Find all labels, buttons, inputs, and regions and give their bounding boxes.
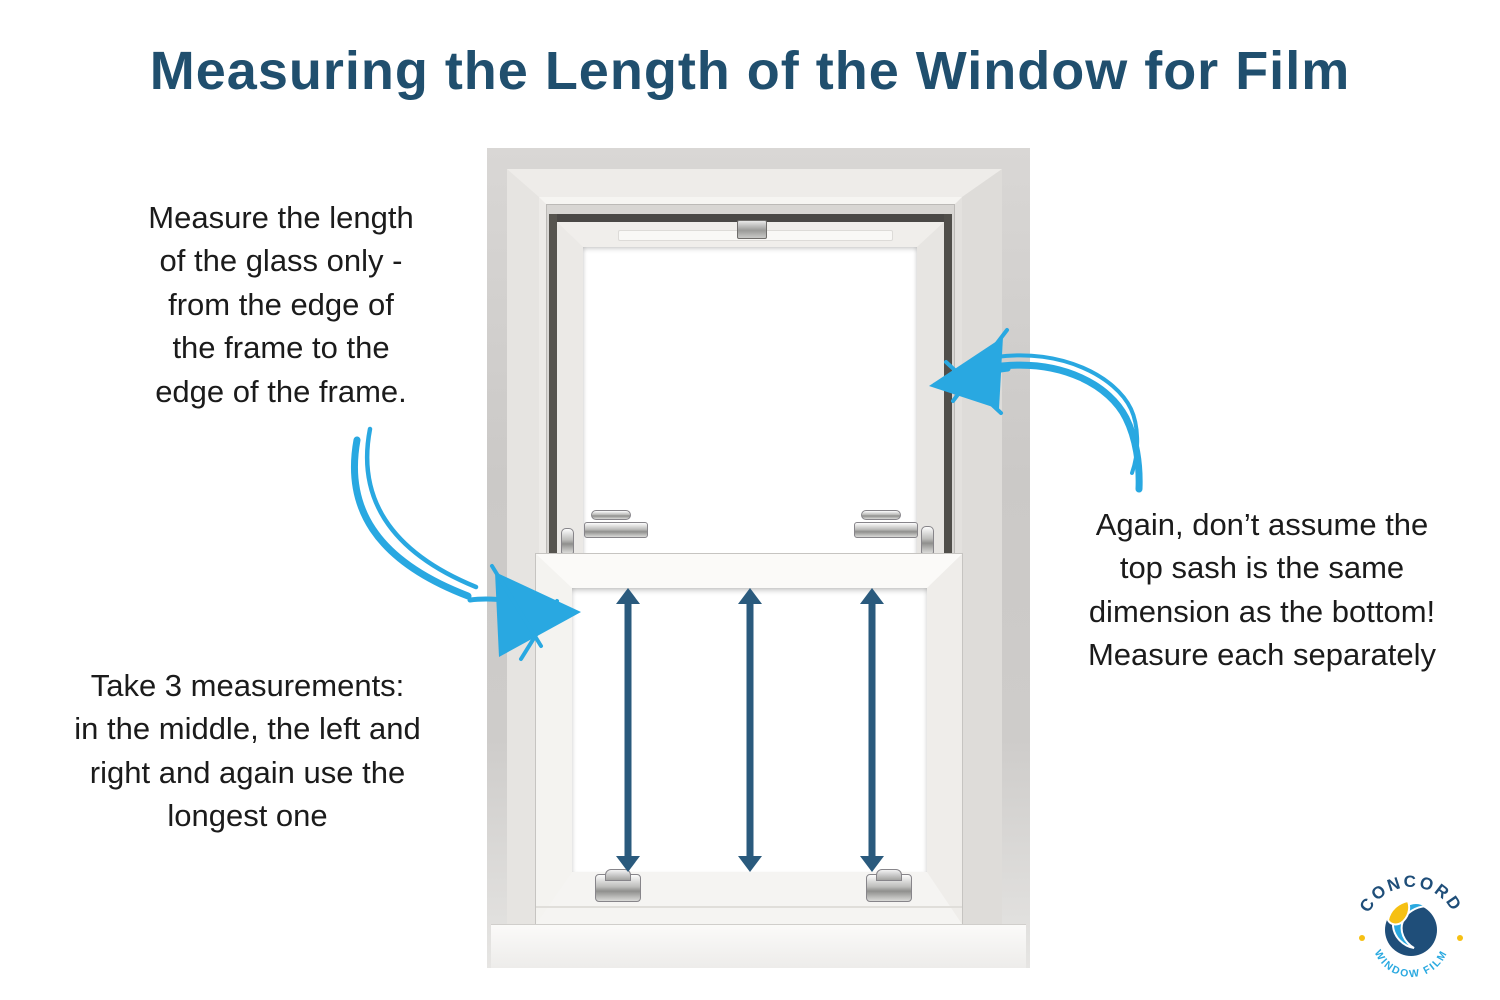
note-take-3-measurements: Take 3 measurements: in the middle, the … [74,668,421,834]
sash-lift-handle [876,869,902,881]
sash-lift-handle [605,869,631,881]
bottom-rail-line [536,906,962,908]
sash-track-left [549,214,557,556]
sash-fastener-lever-right [861,510,901,520]
sash-lift-right [866,869,912,902]
window-recess-casing [507,169,1002,950]
sash-track-top [549,214,952,222]
logo-dot-right [1457,935,1463,941]
window-sill [491,924,1026,968]
logo-emblem-icon [1385,899,1437,956]
bottom-sash-glass [572,588,927,872]
top-sash-glass [583,247,917,556]
note-measure-each-sash: Again, don’t assume the top sash is the … [1087,507,1437,673]
sash-stop-right [921,526,934,554]
sash-fastener-left [584,522,648,538]
sash-lift-left [595,869,641,902]
sash-fastener-lever-left [591,510,631,520]
concord-window-film-logo: CONCORD WINDOW FILM [1356,872,1464,980]
frame-bracket-icon [737,220,767,239]
sash-fastener-right [854,522,918,538]
window-photo [487,148,1030,968]
page-title: Measuring the Length of the Window for F… [149,41,1351,101]
note-measure-glass-length: Measure the length of the glass only - f… [148,200,414,409]
sash-stop-left [561,528,574,554]
sash-track-right [944,214,952,556]
logo-dot-left [1359,935,1365,941]
